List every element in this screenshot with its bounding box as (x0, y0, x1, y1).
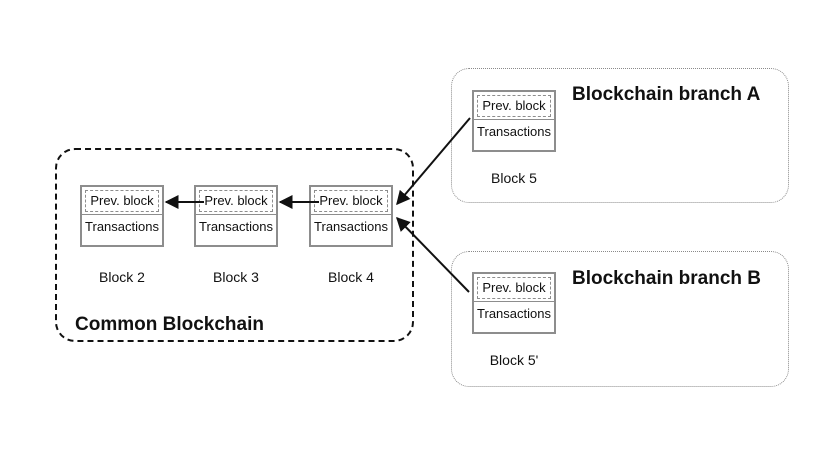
block-3-label: Block 3 (213, 269, 259, 285)
block-divider (474, 301, 554, 302)
transactions-field: Transactions (199, 219, 273, 234)
transactions-field: Transactions (85, 219, 159, 234)
transactions-field: Transactions (477, 306, 551, 321)
block-5: Prev. block Transactions (472, 90, 556, 152)
block-4: Prev. block Transactions (309, 185, 393, 247)
block-5-label: Block 5 (491, 170, 537, 186)
common-blockchain-group (55, 148, 414, 342)
block-divider (196, 214, 276, 215)
prev-block-field: Prev. block (477, 95, 551, 117)
prev-block-field: Prev. block (477, 277, 551, 299)
common-blockchain-title: Common Blockchain (75, 314, 264, 335)
block-divider (474, 119, 554, 120)
block-4-label: Block 4 (328, 269, 374, 285)
arrow-block5prime-to-block4 (396, 216, 470, 293)
block-5-prime-label: Block 5' (489, 352, 539, 368)
prev-block-field: Prev. block (85, 190, 159, 212)
block-2: Prev. block Transactions (80, 185, 164, 247)
branch-b-group (451, 251, 789, 387)
block-5-prime: Prev. block Transactions (472, 272, 556, 334)
block-divider (82, 214, 162, 215)
block-2-label: Block 2 (99, 269, 145, 285)
branch-b-title: Blockchain branch B (572, 268, 761, 289)
transactions-field: Transactions (477, 124, 551, 139)
block-3: Prev. block Transactions (194, 185, 278, 247)
branch-a-group (451, 68, 789, 203)
block-divider (311, 214, 391, 215)
transactions-field: Transactions (314, 219, 388, 234)
branch-a-title: Blockchain branch A (572, 84, 761, 105)
arrow-block5-to-block4 (396, 117, 471, 206)
